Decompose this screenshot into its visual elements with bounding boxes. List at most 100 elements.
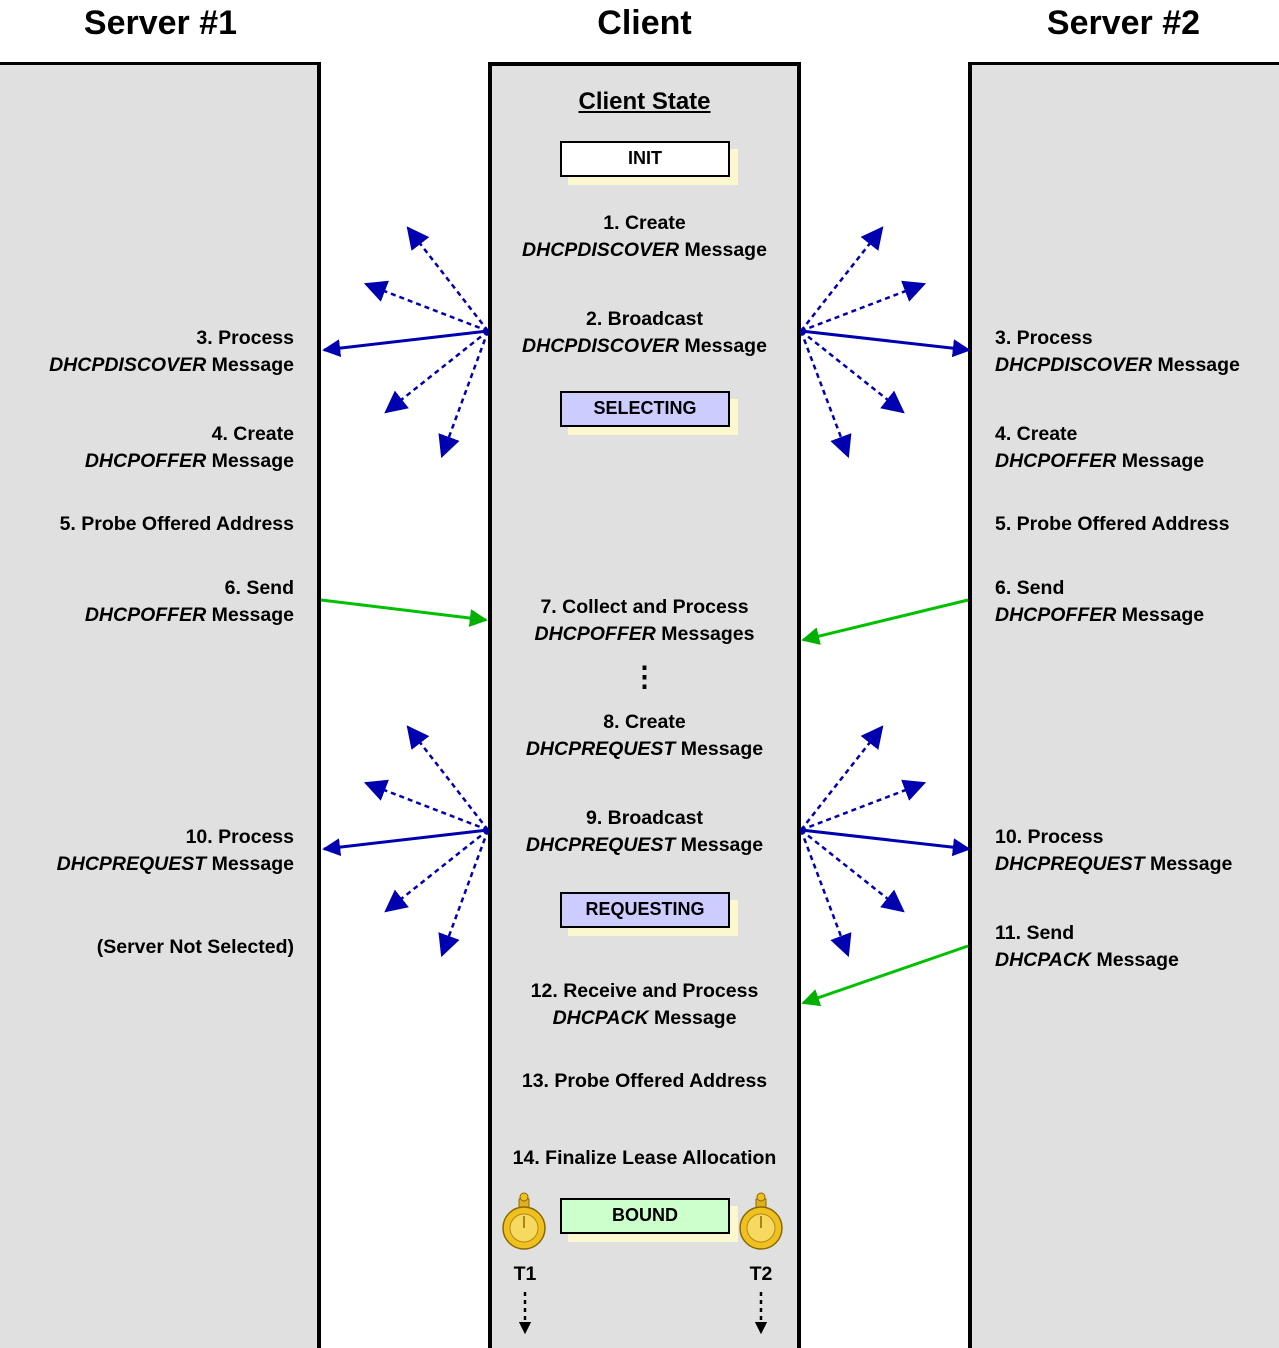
state-init: INIT [560,141,730,177]
step-text: Message [1116,604,1205,626]
step-text: 9. Broadcast [585,807,704,829]
broadcast-dashed-arrow [800,226,884,332]
broadcast-dashed-arrow [406,725,489,831]
server2-step-11: 11. Send DHCPACK Message [995,920,1179,974]
server1-step-5: 5. Probe Offered Address [59,513,294,535]
client-step-7: 7. Collect and Process DHCPOFFER Message… [488,594,801,648]
step-text: Message [1091,949,1179,971]
broadcast-dashed-arrow [363,779,489,832]
step-text: Message [1144,853,1233,875]
message-name: DHCPOFFER [84,450,207,472]
server1-step-6: 6. Send DHCPOFFER Message [85,575,294,629]
server1-step-10: 10. Process DHCPREQUEST Message [57,824,294,878]
step-text: Message [648,1007,737,1029]
broadcast-dashed-arrow [800,779,927,832]
client-step-8: 8. Create DHCPREQUEST Message [488,709,801,763]
timer-t2-label: T2 [749,1263,773,1285]
server1-step-4: 4. Create DHCPOFFER Message [85,421,294,475]
client-step-12: 12. Receive and Process DHCPACK Message [488,978,801,1032]
step-text: 3. Process [196,327,294,349]
server2-step-10: 10. Process DHCPREQUEST Message [995,824,1232,878]
server2-step-3: 3. Process DHCPDISCOVER Message [995,325,1240,379]
step-text: Messages [655,623,755,645]
timer-t1-label: T1 [513,1263,537,1285]
message-name: DHCPREQUEST [995,853,1145,875]
broadcast-dashed-arrow [384,330,489,414]
message-name: DHCPOFFER [995,604,1117,626]
message-name: DHCPACK [552,1007,649,1029]
step-text: 2. Broadcast [585,308,704,330]
client-title: Client [597,4,692,42]
client-step-14: 14. Finalize Lease Allocation [512,1147,777,1169]
broadcast-dashed-arrow [406,226,489,332]
message-name: DHCPOFFER [84,604,207,626]
message-name: DHCPDISCOVER [522,335,680,357]
step-text: 10. Process [185,826,294,848]
step-text: 7. Collect and Process [540,596,749,618]
broadcast-dashed-arrow [384,829,489,913]
broadcast-arrow [322,828,489,857]
state-requesting: REQUESTING [560,892,730,928]
client-lane [488,62,801,1348]
state-selecting: SELECTING [560,391,730,427]
step-text: 4. Create [211,423,294,445]
message-name: DHCPDISCOVER [995,354,1153,376]
step-text: Message [675,834,764,856]
message-name: DHCPREQUEST [56,853,207,875]
step-text: 6. Send [995,577,1065,599]
step-text: 6. Send [224,577,294,599]
client-step-13: 13. Probe Offered Address [521,1070,768,1092]
step-text: Message [675,738,764,760]
offer-arrow-server1 [320,598,488,627]
broadcast-dashed-arrow [799,829,852,958]
message-name: DHCPDISCOVER [49,354,207,376]
broadcast-arrow [322,329,489,358]
step-text: Message [1116,450,1205,472]
step-text: 1. Create [603,212,686,234]
offer-arrow-server2 [801,598,969,645]
step-text: Message [679,239,767,261]
step-text: 11. Send [995,922,1075,944]
message-name: DHCPACK [995,949,1092,971]
server2-step-5: 5. Probe Offered Address [995,513,1230,535]
server2-step-4: 4. Create DHCPOFFER Message [995,421,1204,475]
broadcast-dashed-arrow [800,280,927,333]
step-text: Message [1152,354,1240,376]
broadcast-dashed-arrow [800,829,905,913]
broadcast-dashed-arrow [800,725,884,831]
step-text: Message [206,853,294,875]
broadcast-dashed-arrow [800,330,905,414]
message-name: DHCPDISCOVER [522,239,680,261]
step-text: Message [206,354,294,376]
stopwatch-t2-icon [739,1192,783,1250]
server1-title: Server #1 [83,4,238,42]
message-name: DHCPOFFER [995,450,1117,472]
broadcast-dashed-arrow [363,280,489,333]
client-state-heading: Client State [578,88,711,115]
server1-lane [0,62,321,1348]
broadcast-arrow [800,329,971,358]
discover-broadcast-left [322,226,490,459]
server2-step-6: 6. Send DHCPOFFER Message [995,575,1204,629]
stopwatch-t1-icon [502,1192,546,1250]
message-name: DHCPREQUEST [525,738,676,760]
request-broadcast-right [799,725,971,958]
server2-title: Server #2 [1046,4,1201,42]
server2-lane [968,62,1279,1348]
step-text: Message [206,604,294,626]
step-text: 3. Process [995,327,1093,349]
client-step-9: 9. Broadcast DHCPREQUEST Message [488,805,801,859]
request-broadcast-left [322,725,490,958]
step-text: 12. Receive and Process [530,980,759,1002]
broadcast-dashed-arrow [799,330,852,459]
discover-broadcast-right [799,226,971,459]
client-step-2: 2. Broadcast DHCPDISCOVER Message [488,306,801,360]
broadcast-dashed-arrow [438,829,490,958]
broadcast-arrow [800,828,971,857]
state-bound: BOUND [560,1198,730,1234]
server1-step-3: 3. Process DHCPDISCOVER Message [49,325,294,379]
broadcast-dashed-arrow [438,330,490,459]
client-step-1: 1. Create DHCPDISCOVER Message [488,210,801,264]
step-text: 4. Create [995,423,1078,445]
step-text: Message [206,450,294,472]
